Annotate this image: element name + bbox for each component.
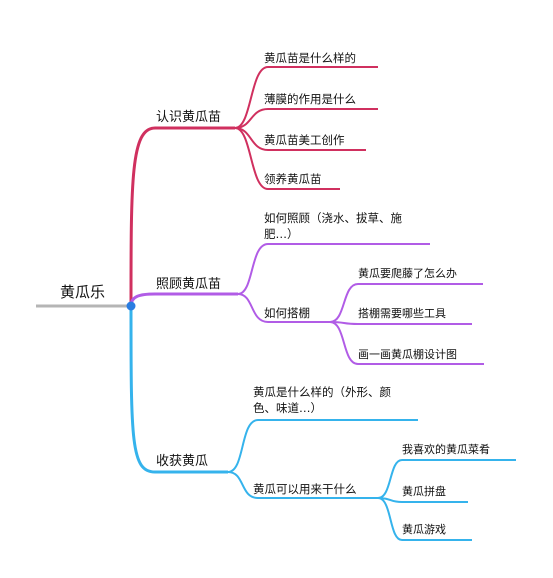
sub-branch-node[interactable]: 如何搭棚 [264, 306, 310, 320]
branch-connector-2 [129, 292, 238, 307]
child-connector-3-2-3 [377, 497, 472, 541]
leaf-node[interactable]: 黄瓜是什么样的（外形、颜色、味道…） [253, 385, 391, 415]
child-connector-3-2 [227, 471, 378, 499]
leaf-node[interactable]: 如何照顾（浇水、拔草、施肥…） [264, 211, 402, 241]
leaf-node[interactable]: 搭棚需要哪些工具 [358, 307, 446, 320]
branch-connector-1 [129, 126, 235, 307]
leaf-node[interactable]: 黄瓜苗是什么样的 [264, 51, 356, 65]
branch-connector-3 [129, 305, 228, 474]
leaf-node[interactable]: 黄瓜游戏 [402, 523, 446, 536]
leaf-node[interactable]: 黄瓜拼盘 [402, 485, 446, 498]
leaf-node[interactable]: 画一画黄瓜棚设计图 [358, 348, 457, 361]
child-connector-2-2-2 [329, 321, 472, 325]
child-connector-2-2-3 [329, 321, 484, 365]
sub-branch-node[interactable]: 黄瓜可以用来干什么 [253, 482, 357, 496]
root-node-label[interactable]: 黄瓜乐 [60, 283, 106, 301]
branch-node-recognize[interactable]: 认识黄瓜苗 [156, 110, 222, 125]
leaf-node[interactable]: 薄膜的作用是什么 [264, 92, 356, 106]
child-connector-3-2-1 [377, 459, 516, 499]
child-connector-1-1 [234, 66, 378, 129]
child-connector-2-1 [237, 243, 430, 295]
branch-node-harvest[interactable]: 收获黄瓜 [156, 454, 209, 469]
child-connector-2-2 [237, 293, 330, 323]
leaf-node[interactable]: 我喜欢的黄瓜菜肴 [402, 443, 490, 456]
child-connector-1-2 [234, 108, 378, 129]
leaf-node[interactable]: 黄瓜要爬藤了怎么办 [358, 267, 457, 280]
leaf-node[interactable]: 领养黄瓜苗 [264, 172, 322, 186]
child-connector-1-4 [234, 127, 340, 190]
child-connector-2-2-1 [329, 283, 483, 323]
child-connector-3-1 [227, 419, 418, 473]
hub-node [126, 301, 136, 311]
leaf-node[interactable]: 黄瓜苗美工创作 [264, 133, 345, 147]
branch-node-care[interactable]: 照顾黄瓜苗 [156, 277, 222, 292]
